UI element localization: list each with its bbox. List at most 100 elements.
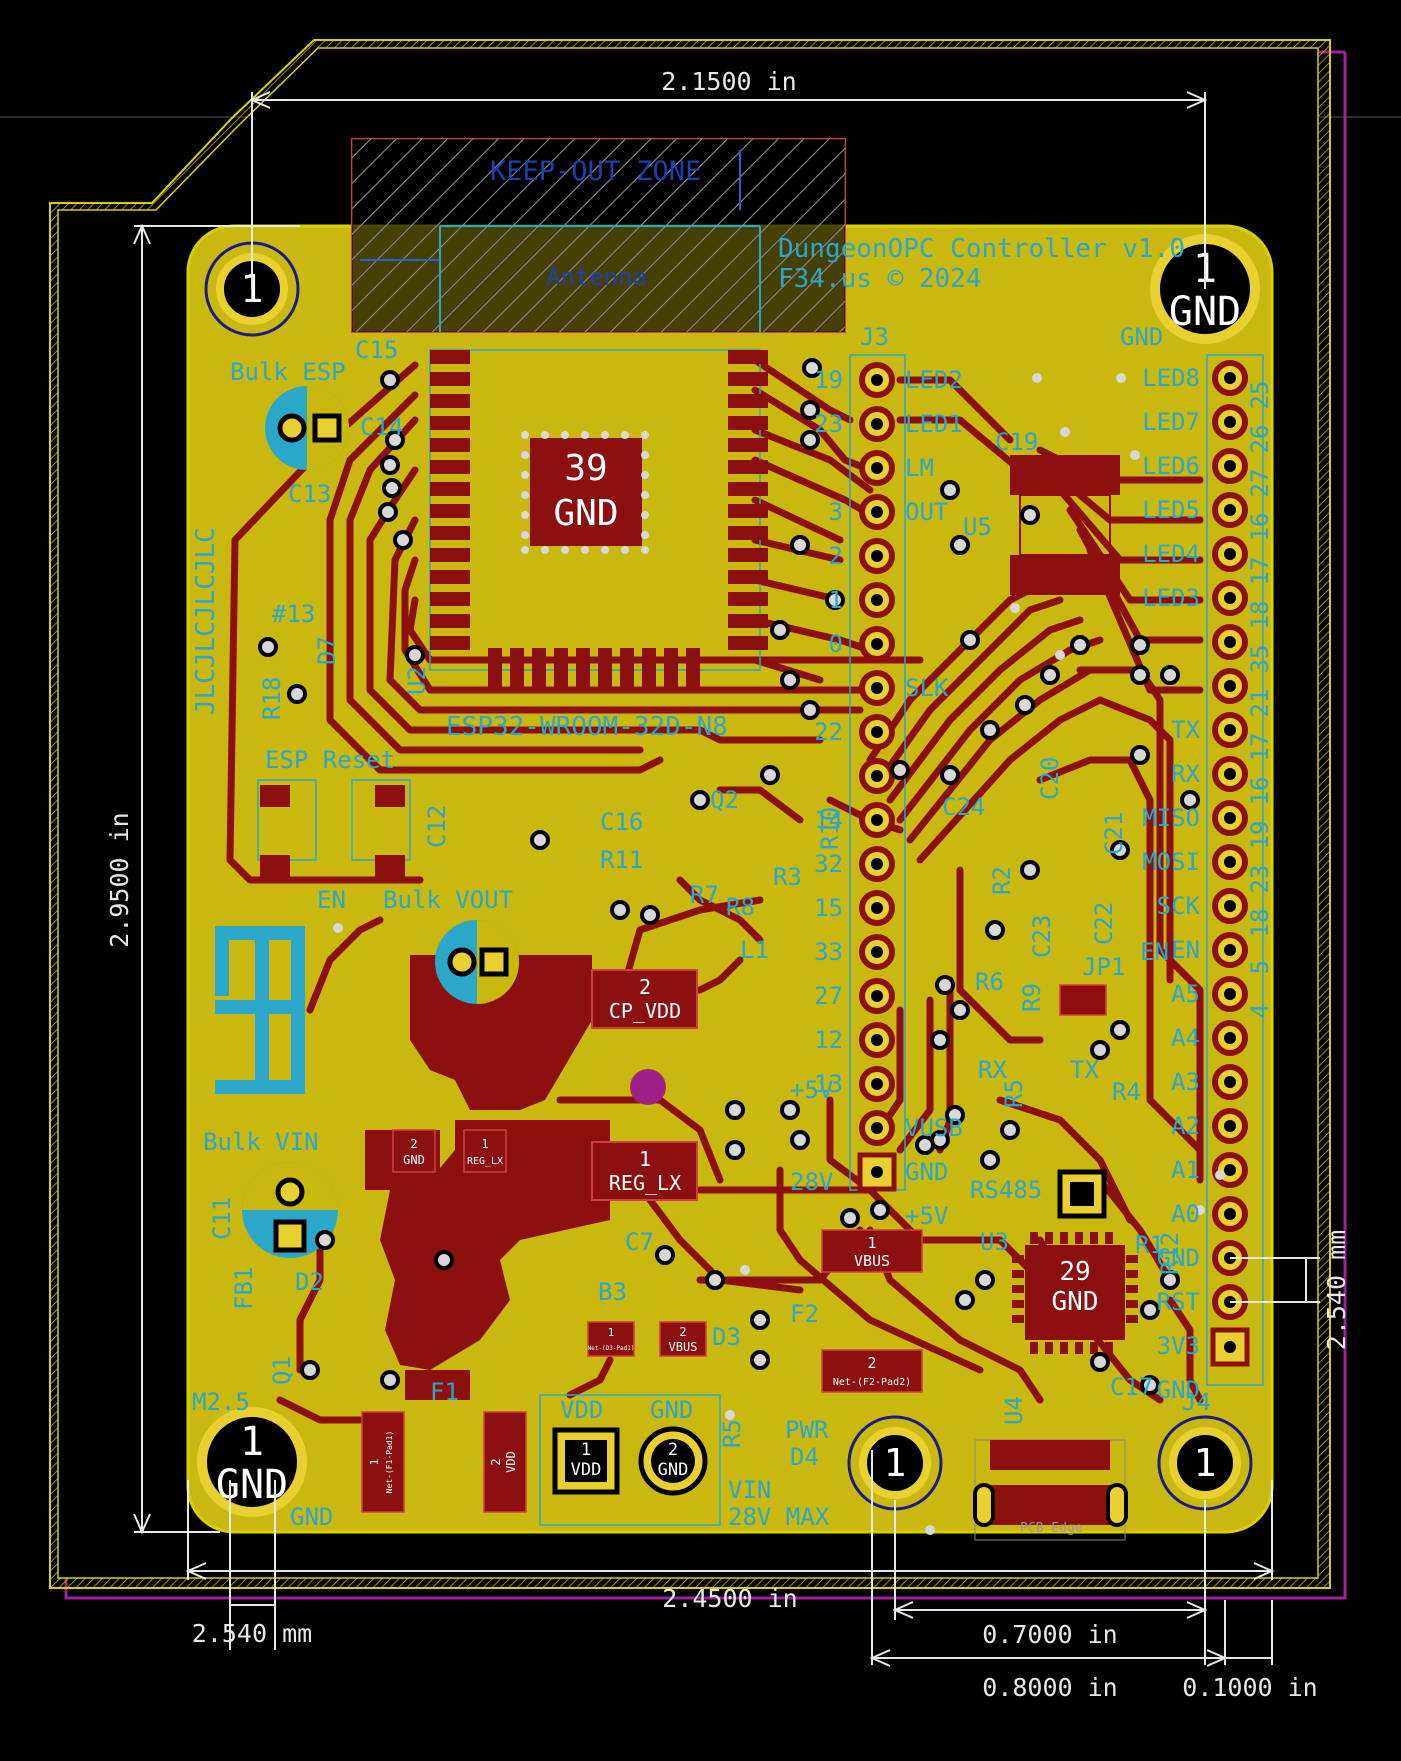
label-c14: C14 xyxy=(360,413,403,441)
j4-pin-signal: MISO xyxy=(1142,804,1200,832)
label-r6: R6 xyxy=(975,968,1004,996)
j3-pin-label: 2 xyxy=(829,542,843,570)
j4-pin-gpio: 35 xyxy=(1246,645,1274,674)
label-c24: C24 xyxy=(942,793,985,821)
label-m25: M2.5 xyxy=(192,1388,250,1416)
j4-pin-labels: LED8LED7LED6LED5LED4LED3TXRXMISOMOSISCKE… xyxy=(1142,364,1274,1404)
hole-bl-net: GND xyxy=(216,1462,288,1508)
j3-pin-label: 3 xyxy=(829,498,843,526)
term-vdd-pad-number: 1 xyxy=(581,1440,591,1460)
label-led13: #13 xyxy=(272,600,315,628)
j3-pin-signal: LED1 xyxy=(905,410,963,438)
j4-pin-signal: SCK xyxy=(1157,892,1201,920)
board-title: DungeonOPC Controller v1.0 xyxy=(778,234,1185,264)
j4-pin-gpio: 23 xyxy=(1246,865,1274,894)
label-u3: U3 xyxy=(980,1228,1009,1256)
u5-chip xyxy=(1010,455,1120,595)
j4-pin-gpio: 17 xyxy=(1246,557,1274,586)
j4-pin-signal: 3V3 xyxy=(1157,1332,1200,1360)
label-r5b: R5 xyxy=(1000,1079,1028,1108)
j3-pin-label: 13 xyxy=(814,1070,843,1098)
j4-header xyxy=(1206,354,1264,1386)
label-esp-reset: ESP Reset xyxy=(265,746,395,774)
d3-b-pad-net: VBUS xyxy=(669,1340,698,1354)
label-q2: Q2 xyxy=(710,786,739,814)
label-d7: D7 xyxy=(313,636,341,665)
j3-pin-label: 15 xyxy=(814,894,843,922)
j4-pin-signal: A2 xyxy=(1171,1112,1200,1140)
label-bulk-vout: Bulk VOUT xyxy=(383,886,513,914)
label-pwr: PWR xyxy=(785,1416,829,1444)
label-d4: D4 xyxy=(790,1443,819,1471)
f1-pad1-number: 1 xyxy=(368,1459,381,1466)
misc-components xyxy=(215,386,1128,1541)
label-en2: EN xyxy=(1140,938,1169,966)
label-rs485: RS485 xyxy=(970,1176,1042,1204)
label-28v-max: 28V MAX xyxy=(728,1503,830,1531)
u3-gnd-pad-number: 29 xyxy=(1059,1257,1090,1287)
label-l1: L1 xyxy=(740,936,769,964)
j3-pin-labels: 192332102214321533271213LED2LED1LMOUTSLK… xyxy=(814,366,963,1230)
label-r7: R7 xyxy=(690,881,719,909)
j3-pin-signal: LM xyxy=(905,454,934,482)
d3-b-pad-number: 2 xyxy=(679,1325,686,1339)
f1-vdd-pad-number: 2 xyxy=(489,1458,503,1465)
dim-height: 2.9500 in xyxy=(105,812,134,947)
dim-span-a: 0.7000 in xyxy=(982,1620,1117,1649)
dim-hole-offset: 2.540 mm xyxy=(192,1619,312,1648)
label-r12: R12 xyxy=(1156,1232,1184,1275)
j4-pin-gpio: 27 xyxy=(1246,469,1274,498)
j4-pin-gpio: 18 xyxy=(1246,909,1274,938)
label-gnd-term: GND xyxy=(650,1396,693,1424)
term-gnd-pad-number: 2 xyxy=(668,1440,678,1460)
label-u5: U5 xyxy=(963,513,992,541)
label-c22: C22 xyxy=(1090,902,1118,945)
dim-span-c: 0.1000 in xyxy=(1182,1673,1317,1702)
label-q1: Q1 xyxy=(268,1356,296,1385)
j4-pin-signal: LED8 xyxy=(1142,364,1200,392)
j4-pin-gpio: 5 xyxy=(1246,960,1274,974)
j3-pin-label: 23 xyxy=(814,410,843,438)
label-c20: C20 xyxy=(1036,757,1064,800)
j4-pin-gpio: 17 xyxy=(1246,733,1274,762)
label-pcb-edge: PCB Edge xyxy=(1020,1521,1083,1536)
silkscreen-text: DungeonOPC Controller v1.0 F34.us © 2024… xyxy=(191,234,1211,1536)
j3-pin-label: 33 xyxy=(814,938,843,966)
label-u4: U4 xyxy=(1000,1396,1028,1425)
esp32-module: 39 GND xyxy=(429,349,768,688)
label-c19: C19 xyxy=(995,428,1038,456)
esp-gnd-pad-number: 39 xyxy=(564,448,607,489)
label-j3-ref: J3 xyxy=(860,323,889,351)
j3-pin-label: 22 xyxy=(814,718,843,746)
cp-vdd-pad-net: CP_VDD xyxy=(609,999,681,1023)
f1-pad1-net: Net-(F1-Pad1) xyxy=(385,1431,394,1494)
reg-lx-pad-net: REG_LX xyxy=(609,1171,681,1195)
label-d2: D2 xyxy=(295,1268,324,1296)
j4-pin-signal: MOSI xyxy=(1142,848,1200,876)
reg-lx-small-pad-net: REG_LX xyxy=(467,1156,503,1167)
label-c12: C12 xyxy=(423,805,451,848)
label-jp1: JP1 xyxy=(1082,953,1125,981)
label-28v: 28V xyxy=(790,1168,833,1196)
j4-pin-signal: RX xyxy=(1171,760,1200,788)
module-ref: U2 xyxy=(403,666,431,695)
j4-pin-gpio: 21 xyxy=(1246,689,1274,718)
label-r4: R4 xyxy=(1112,1078,1141,1106)
board-copyright: F34.us © 2024 xyxy=(778,264,982,294)
gnd-small-pad-net: GND xyxy=(403,1153,425,1167)
d3-a-pad-net: Net-(D3-Pad1) xyxy=(588,1345,635,1352)
label-r2: R2 xyxy=(988,866,1016,895)
antenna-label: Antenna xyxy=(546,263,647,291)
j4-pin-gpio: 25 xyxy=(1246,381,1274,410)
vbus-f2-pad-net: VBUS xyxy=(854,1252,890,1270)
mfg-text: JLCJLCJLCJLC xyxy=(191,527,221,715)
j4-pin-signal: A4 xyxy=(1171,1024,1200,1052)
label-vdd: VDD xyxy=(560,1396,603,1424)
j4-pin-signal: A3 xyxy=(1171,1068,1200,1096)
j4-pin-gpio: 26 xyxy=(1246,425,1274,454)
label-c16: C16 xyxy=(600,808,643,836)
label-r18: R18 xyxy=(258,677,286,720)
small-vias xyxy=(333,373,1225,1535)
label-en: EN xyxy=(317,886,346,914)
f1-vdd-pad-net: VDD xyxy=(504,1451,518,1473)
